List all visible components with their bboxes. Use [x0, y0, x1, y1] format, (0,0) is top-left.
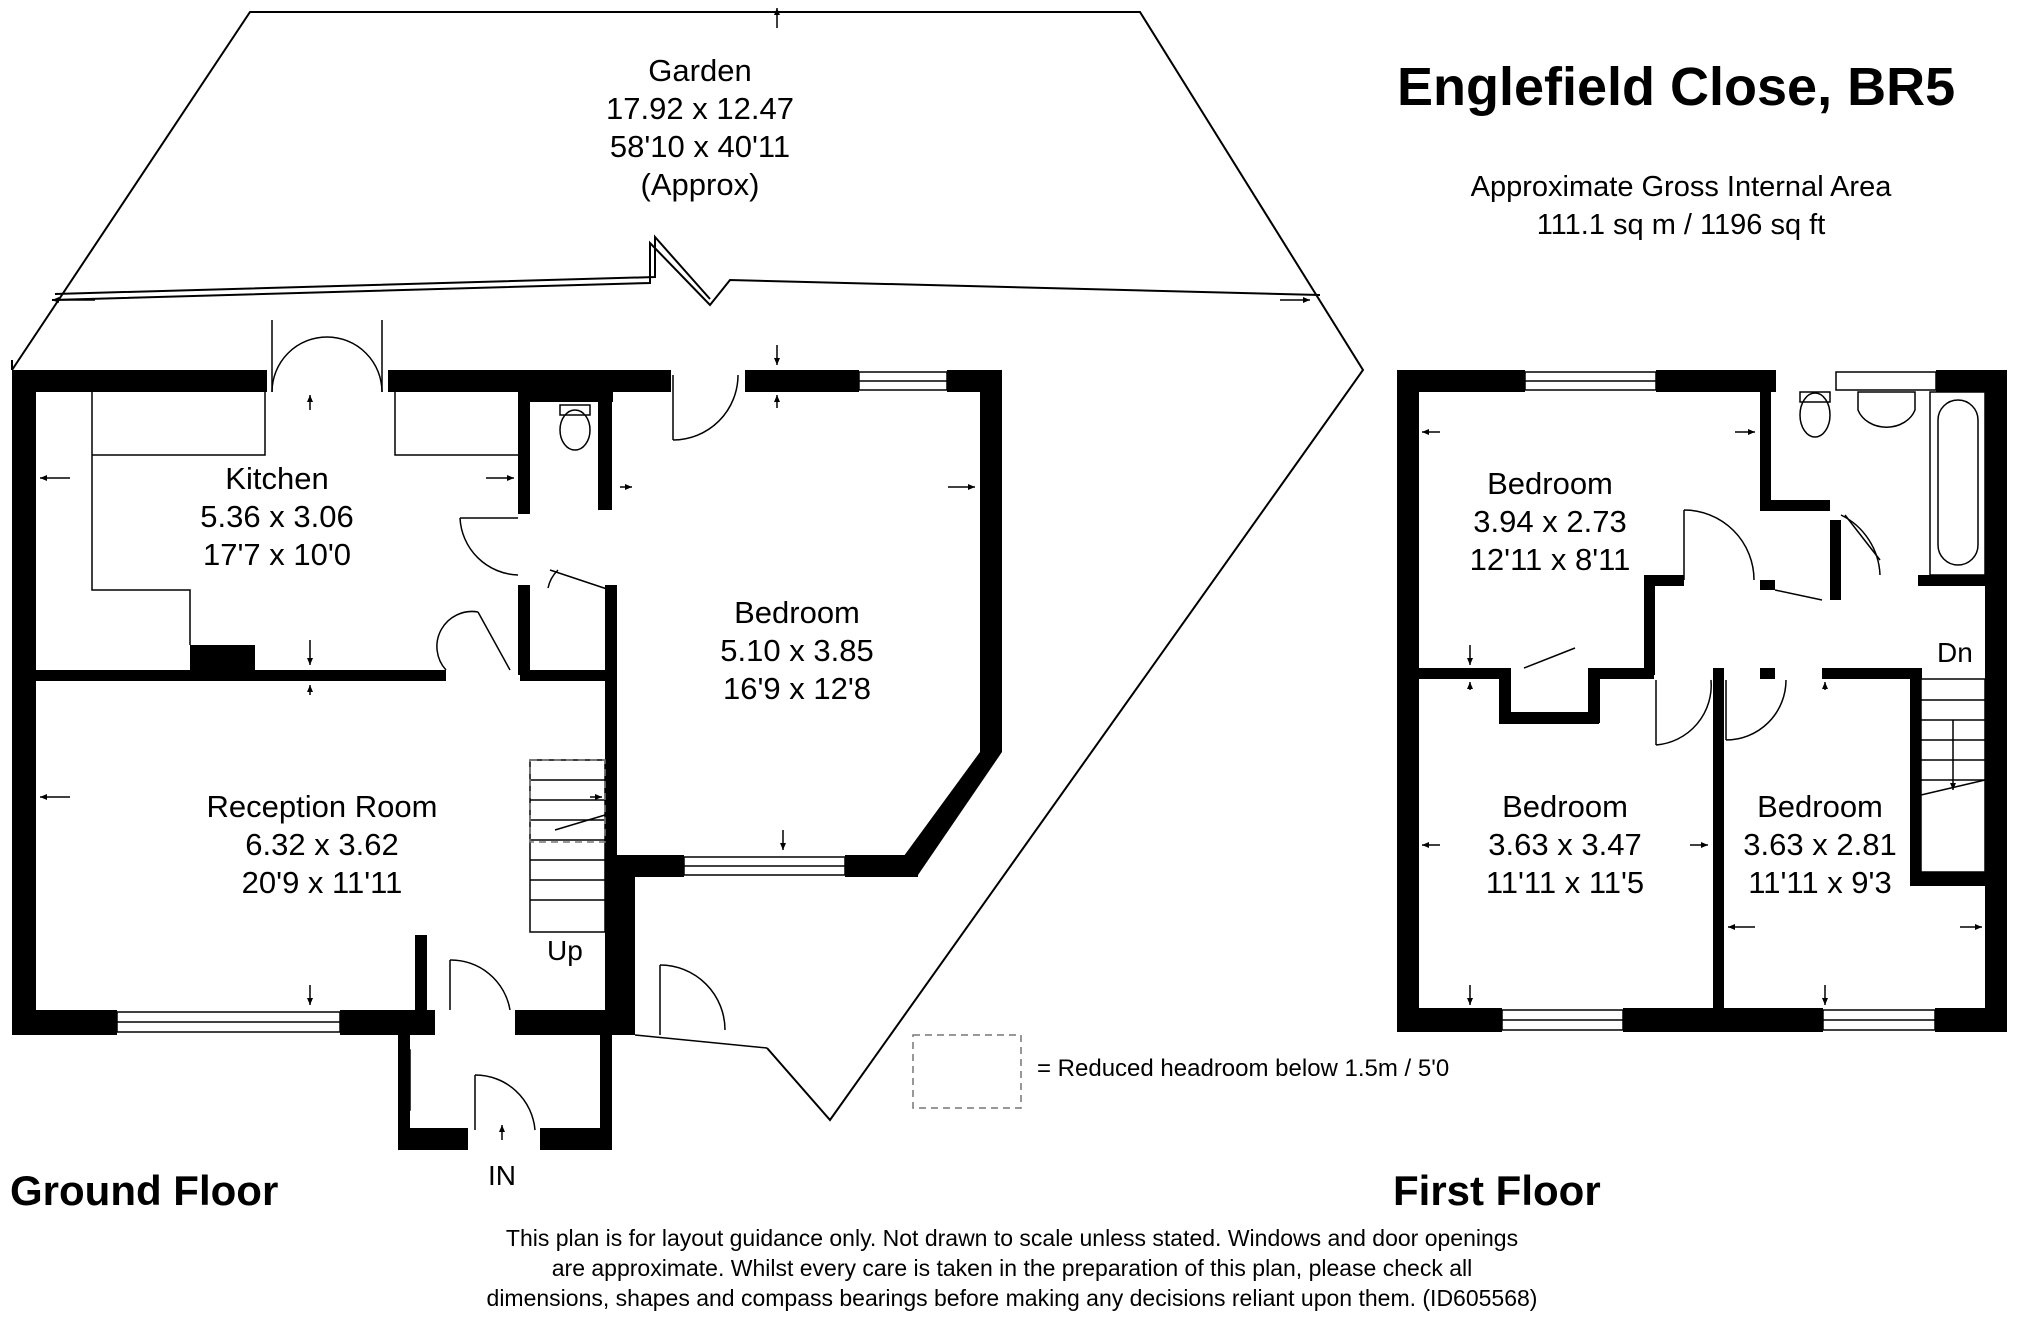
- room-label-bedroom-first-1: Bedroom 3.94 x 2.73 12'11 x 8'11: [1470, 465, 1631, 579]
- room-imperial: 58'10 x 40'11: [609, 129, 791, 164]
- area-label: Approximate Gross Internal Area: [1470, 171, 1892, 203]
- room-name: Kitchen: [225, 461, 329, 496]
- room-imperial: 17'7 x 10'0: [202, 537, 351, 572]
- room-label-kitchen: Kitchen 5.36 x 3.06 17'7 x 10'0: [200, 460, 353, 574]
- disclaimer: This plan is for layout guidance only. N…: [412, 1223, 1612, 1313]
- room-metric: 5.36 x 3.06: [200, 499, 354, 534]
- stairs-up-label: Up: [547, 935, 583, 966]
- room-metric: 3.94 x 2.73: [1473, 504, 1627, 539]
- room-metric: 17.92 x 12.47: [606, 91, 794, 126]
- ground-floor-interior-lines: [91, 320, 948, 1131]
- legend-reduced-headroom: = Reduced headroom below 1.5m / 5'0: [1037, 1055, 1450, 1082]
- room-label-reception: Reception Room 6.32 x 3.62 20'9 x 11'11: [207, 788, 438, 902]
- garden-dimension-arrows: [52, 8, 1310, 365]
- room-metric: 6.32 x 3.62: [245, 827, 399, 862]
- room-imperial: 20'9 x 11'11: [241, 865, 403, 900]
- room-imperial: 12'11 x 8'11: [1469, 542, 1631, 577]
- ground-floor-walls: [12, 370, 1002, 1150]
- room-imperial: 16'9 x 12'8: [722, 671, 871, 706]
- disclaimer-line: dimensions, shapes and compass bearings …: [486, 1285, 1538, 1311]
- property-title: Englefield Close, BR5: [1397, 57, 1956, 117]
- stairs-down-label: Dn: [1937, 637, 1973, 668]
- ground-floor-title: Ground Floor: [10, 1167, 279, 1214]
- room-label-bedroom-first-3: Bedroom 3.63 x 2.81 11'11 x 9'3: [1743, 788, 1896, 902]
- room-name: Reception Room: [206, 789, 438, 824]
- room-name: Bedroom: [1502, 789, 1628, 824]
- garden-outline: [11, 11, 1365, 1122]
- first-floor-interior-lines: [1501, 371, 1986, 1031]
- room-label-bedroom-first-2: Bedroom 3.63 x 3.47 11'11 x 11'5: [1486, 788, 1644, 902]
- room-imperial: 11'11 x 11'5: [1485, 865, 1645, 900]
- room-name: Bedroom: [734, 595, 860, 630]
- disclaimer-line: This plan is for layout guidance only. N…: [505, 1225, 1519, 1251]
- room-metric: 3.63 x 3.47: [1488, 827, 1642, 862]
- room-name: Bedroom: [1487, 466, 1613, 501]
- gross-internal-area: Approximate Gross Internal Area 111.1 sq…: [1471, 168, 1892, 244]
- room-label-bedroom-ground: Bedroom 5.10 x 3.85 16'9 x 12'8: [720, 594, 873, 708]
- first-floor-title: First Floor: [1393, 1167, 1601, 1214]
- first-floor-walls: [1397, 370, 2007, 1032]
- room-imperial: 11'11 x 9'3: [1748, 865, 1892, 900]
- room-name: Bedroom: [1757, 789, 1883, 824]
- room-metric: 3.63 x 2.81: [1743, 827, 1897, 862]
- ground-floor-dimension-arrows: [40, 395, 975, 1140]
- room-metric: 5.10 x 3.85: [720, 633, 874, 668]
- reduced-headroom-areas: [529, 759, 1022, 1109]
- room-label-garden: Garden 17.92 x 12.47 58'10 x 40'11 (Appr…: [606, 52, 794, 204]
- room-note: (Approx): [640, 167, 760, 202]
- first-floor-dimension-arrows: [1422, 429, 1982, 1005]
- room-name: Garden: [648, 53, 752, 88]
- entrance-label: IN: [488, 1160, 516, 1191]
- area-value: 111.1 sq m / 1196 sq ft: [1536, 209, 1826, 241]
- disclaimer-line: are approximate. Whilst every care is ta…: [551, 1255, 1473, 1281]
